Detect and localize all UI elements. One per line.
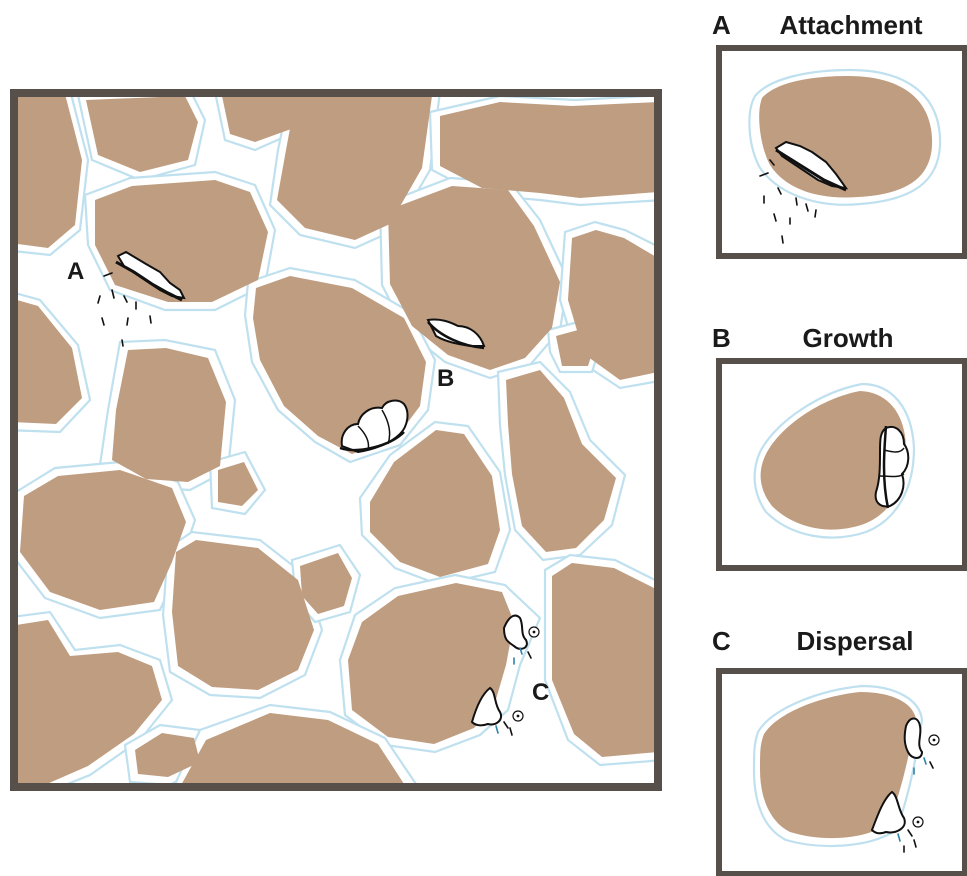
panel-c-letter: C xyxy=(712,626,731,656)
panel-attachment: A Attachment xyxy=(712,10,965,256)
panel-dispersal: C Dispersal xyxy=(712,626,965,874)
soil-cross-section: A B C xyxy=(4,90,665,795)
panel-a-letter: A xyxy=(712,10,731,40)
main-marker-c: C xyxy=(532,679,549,706)
main-marker-b: B xyxy=(437,365,454,392)
panel-b-title: Growth xyxy=(803,323,894,353)
panel-b-letter: B xyxy=(712,323,731,353)
panel-growth: B Growth xyxy=(712,323,965,568)
panel-c-title: Dispersal xyxy=(796,626,913,656)
panel-a-title: Attachment xyxy=(779,10,922,40)
main-marker-a: A xyxy=(67,258,84,285)
